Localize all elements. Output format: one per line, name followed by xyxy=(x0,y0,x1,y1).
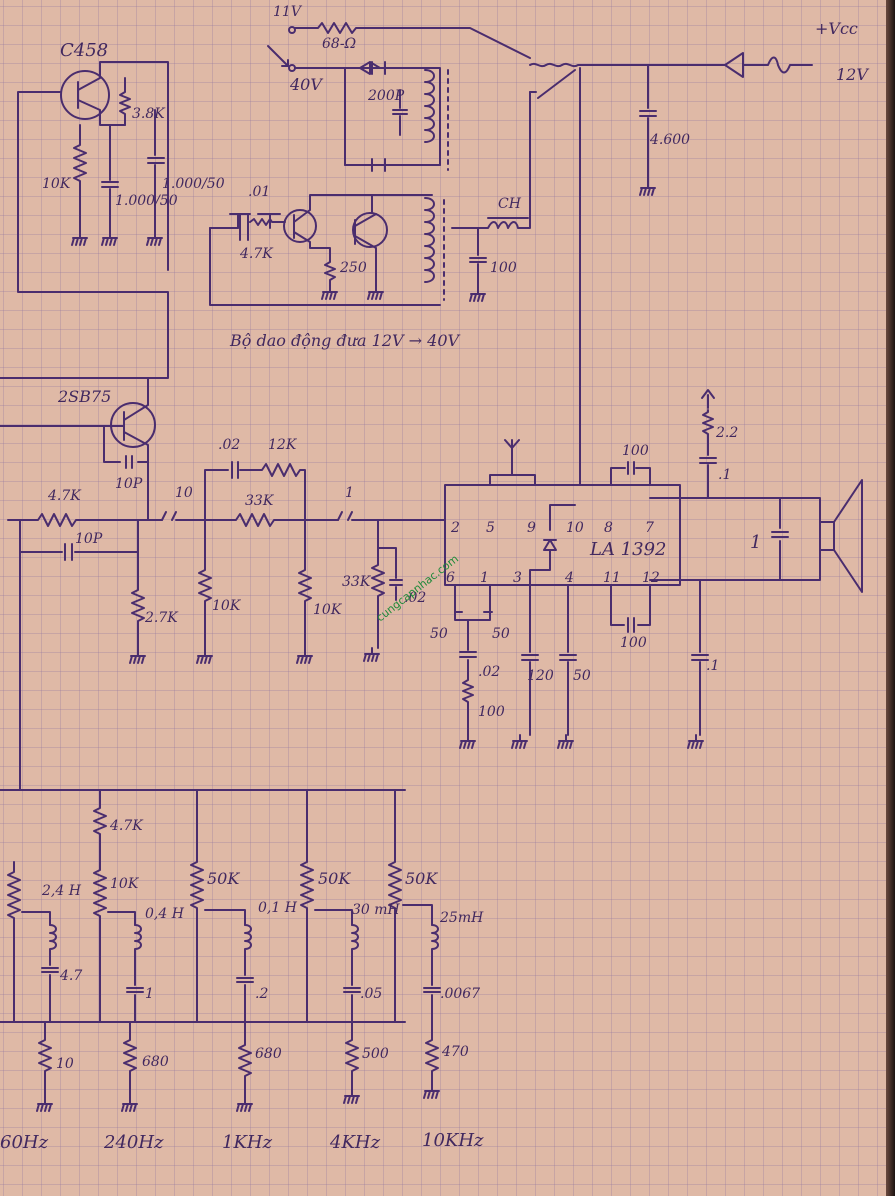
r33k-b-label: 33K xyxy=(342,574,372,590)
band-4khz-label: 4KHz xyxy=(329,1132,381,1153)
l30m-label: 30 mH xyxy=(352,902,401,918)
band-60hz-label: 60Hz xyxy=(0,1132,49,1153)
r680-a-label: 680 xyxy=(142,1054,169,1070)
c100-b-label: 100 xyxy=(622,443,649,459)
c458-stage xyxy=(17,61,169,379)
c50-b-label: 50 xyxy=(492,626,510,642)
c02-eq-label: .2 xyxy=(255,986,268,1002)
c1-b-label: 1 xyxy=(750,532,761,553)
preamp-chain xyxy=(0,377,446,791)
l25m-label: 25mH xyxy=(439,910,484,926)
r100-label: 100 xyxy=(478,704,505,720)
pot50k-b-label: 50K xyxy=(318,869,351,888)
band-10khz-label: 10KHz xyxy=(422,1130,484,1151)
c47-label: 4.7 xyxy=(59,968,82,984)
equalizer-bands xyxy=(0,789,441,1112)
v40-label: 40V xyxy=(289,75,323,94)
switch-and-converter xyxy=(209,22,531,306)
pin-11-label: 11 xyxy=(603,570,621,586)
c02-b-label: .02 xyxy=(404,590,426,606)
r10k-eq-label: 10K xyxy=(110,876,140,892)
pin-7-label: 7 xyxy=(645,520,654,536)
oscillator-caption: Bộ dao động đưa 12V → 40V xyxy=(229,331,461,350)
pin-3-label: 3 xyxy=(513,570,522,586)
r680-b-label: 680 xyxy=(255,1046,282,1062)
band-240hz-label: 240Hz xyxy=(103,1132,164,1153)
c02-a-label: .02 xyxy=(218,437,240,453)
r22-label: 2.2 xyxy=(715,425,738,441)
pin-5-label: 5 xyxy=(486,520,495,536)
c458-label: C458 xyxy=(60,40,108,61)
pin-1-label: 1 xyxy=(480,570,489,586)
c100-c-label: 100 xyxy=(620,635,647,651)
c120-label: 120 xyxy=(527,668,554,684)
pot50k-c-label: 50K xyxy=(405,869,438,888)
c1000-b-label: 1.000/50 xyxy=(115,193,178,209)
c50-a-label: 50 xyxy=(430,626,448,642)
pot50k-a-label: 50K xyxy=(207,869,240,888)
r10-label: 10 xyxy=(56,1056,74,1072)
r470-label: 470 xyxy=(441,1044,469,1060)
c4600-label: 4.600 xyxy=(649,132,690,148)
c01-b-label: .1 xyxy=(718,467,731,483)
c10-label: 10 xyxy=(175,485,193,501)
c0067-label: .0067 xyxy=(440,986,480,1002)
q2sb75-label: 2SB75 xyxy=(57,387,111,406)
r27k-label: 2.7K xyxy=(144,610,179,626)
l04-label: 0,4 H xyxy=(145,906,185,922)
watermark: cungcapnhac.com xyxy=(374,552,461,624)
r68-label: 68-Ω xyxy=(322,36,357,52)
c10p-a-label: 10P xyxy=(115,476,143,492)
c05-label: .05 xyxy=(360,986,382,1002)
ic-label: LA 1392 xyxy=(589,539,666,560)
v11-label: 11V xyxy=(273,4,303,20)
r47k-eq-label: 4.7K xyxy=(109,818,144,834)
pin-8-label: 8 xyxy=(604,520,613,536)
c01-c-label: .1 xyxy=(706,658,719,674)
pin-6-label: 6 xyxy=(446,570,455,586)
pin-2-label: 2 xyxy=(450,520,460,536)
l24-label: 2,4 H xyxy=(41,883,82,899)
r12k-label: 12K xyxy=(268,437,298,453)
c1-eq-label: 1 xyxy=(145,986,154,1002)
c02-c-label: .02 xyxy=(478,664,500,680)
band-1khz-label: 1KHz xyxy=(222,1132,273,1153)
c200p-label: 200P xyxy=(367,88,405,104)
r250-label: 250 xyxy=(339,260,367,276)
c1-a-label: 1 xyxy=(345,485,354,501)
c1000-a-label: 1.000/50 xyxy=(162,176,225,192)
r47k-a-label: 4.7K xyxy=(239,246,274,262)
r500-label: 500 xyxy=(362,1046,389,1062)
r3k8-label: 3.8K xyxy=(132,106,166,122)
r10k-b-label: 10K xyxy=(212,598,242,614)
pin-9-label: 9 xyxy=(527,520,536,536)
ch-label: CH xyxy=(498,196,522,212)
pin-10-label: 10 xyxy=(566,520,584,536)
c10p-b-label: 10P xyxy=(75,531,103,547)
vcc-label: +Vcc xyxy=(815,19,858,38)
r47k-b-label: 4.7K xyxy=(47,488,82,504)
l01-label: 0,1 H xyxy=(258,900,298,916)
r10k-a-label: 10K xyxy=(42,176,72,192)
r33k-a-label: 33K xyxy=(245,493,275,509)
pin-4-label: 4 xyxy=(564,570,574,586)
la1392-chip xyxy=(444,389,863,749)
v12-label: 12V xyxy=(836,65,869,84)
c100-a-label: 100 xyxy=(490,260,517,276)
r10k-c-label: 10K xyxy=(313,602,343,618)
pin-12-label: 12 xyxy=(642,570,660,586)
c01-label: .01 xyxy=(248,184,270,200)
c50-c-label: 50 xyxy=(573,668,591,684)
supply-rail xyxy=(529,52,813,486)
